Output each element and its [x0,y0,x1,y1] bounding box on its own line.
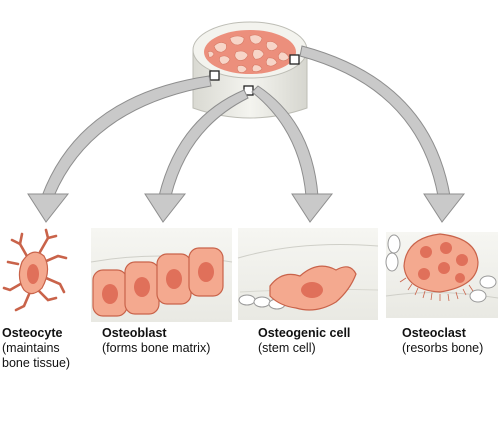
arrow-to-osteoclast [299,45,466,223]
bone-cross-section [192,21,308,119]
osteoblast-label: Osteoblast (forms bone matrix) [102,326,232,356]
osteoclast-desc: (resorbs bone) [402,341,484,355]
sample-marker-right [289,54,300,65]
osteogenic-name: Osteogenic cell [258,326,351,340]
arrow-to-osteogenic [251,85,334,223]
osteocyte-label: Osteocyte (maintains bone tissue) [2,326,90,371]
osteoblast-illustration [90,228,233,322]
osteocyte-desc: (maintains bone tissue) [2,341,71,370]
osteogenic-desc: (stem cell) [258,341,316,355]
osteogenic-cell-illustration [237,228,379,320]
sample-marker-left [209,70,220,81]
osteoblast-name: Osteoblast [102,326,167,340]
osteoclast-illustration [385,232,499,318]
arrow-to-osteocyte [27,75,212,223]
osteoclast-label: Osteoclast (resorbs bone) [402,326,502,356]
osteogenic-label: Osteogenic cell (stem cell) [258,326,378,356]
arrow-to-osteoblast [144,89,249,223]
osteoclast-name: Osteoclast [402,326,466,340]
osteocyte-illustration [2,228,68,312]
osteoblast-desc: (forms bone matrix) [102,341,211,355]
osteocyte-name: Osteocyte [2,326,63,340]
arrows [27,45,466,223]
